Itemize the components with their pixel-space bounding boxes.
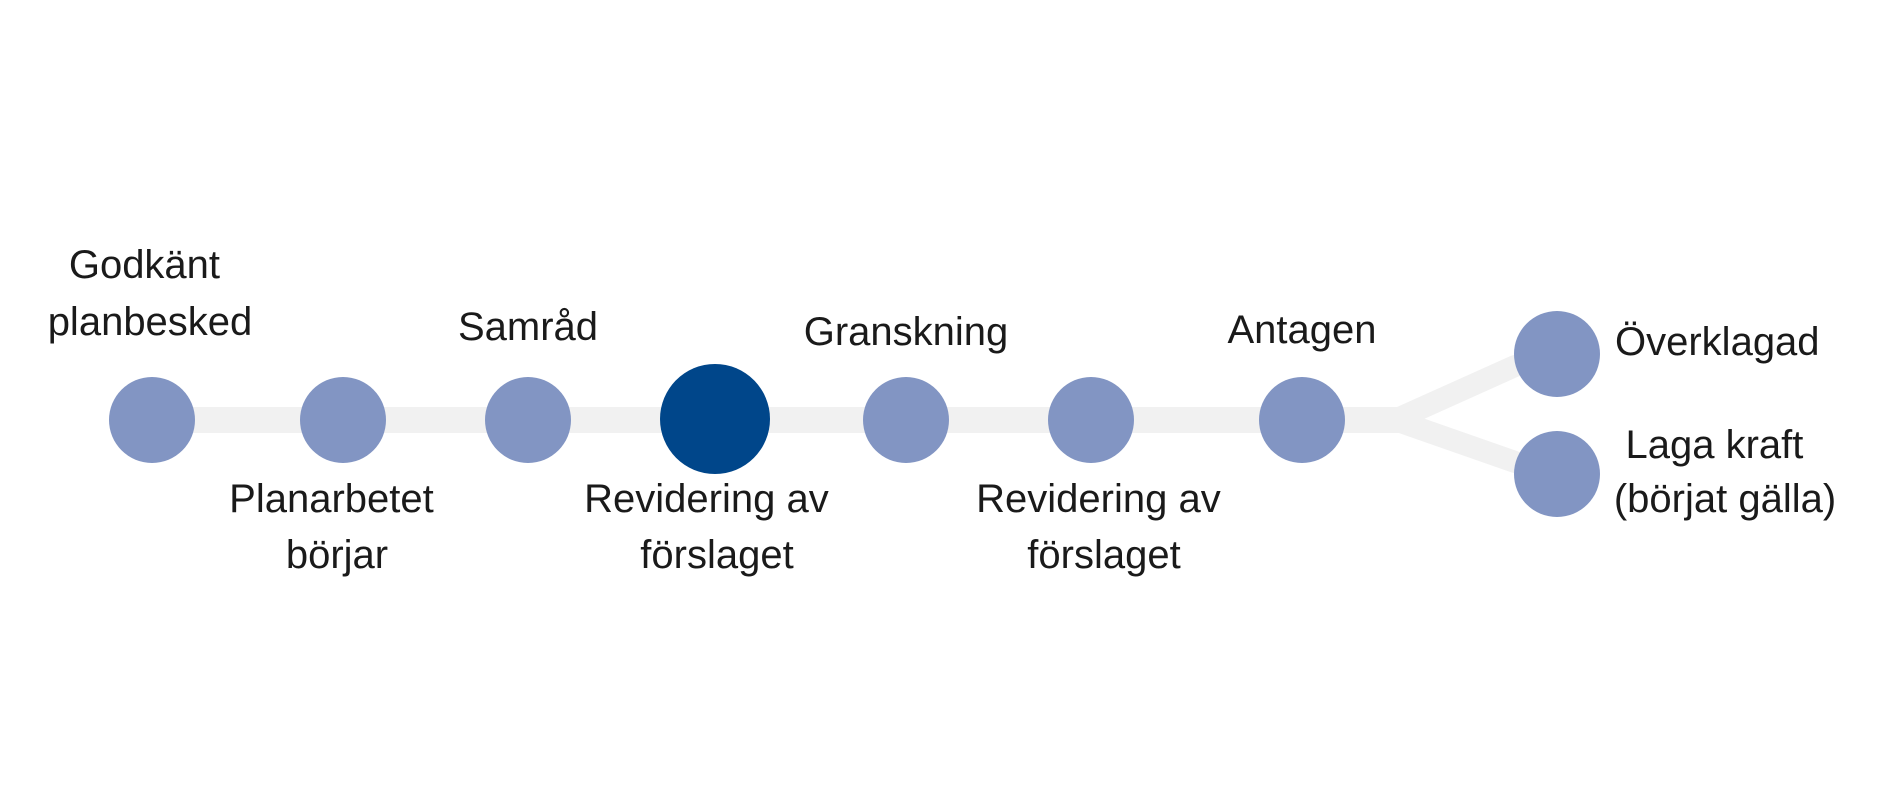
stage-node-active	[660, 364, 770, 474]
stage-node	[1514, 311, 1600, 397]
stage-label-line: börjar	[286, 533, 388, 577]
stage-label-line: Godkänt	[69, 243, 220, 287]
stage-label-line: Granskning	[804, 310, 1009, 354]
stage-node	[1514, 431, 1600, 517]
stage-label-line: Samråd	[458, 305, 598, 349]
svg-text:Revidering av förslaget: Revidering av förslaget	[584, 477, 840, 577]
stage-label-line: Överklagad	[1615, 320, 1820, 364]
svg-text:Överklagad: Överklagad	[1615, 320, 1820, 364]
svg-text:Laga kraft (börjat gälla: Laga kraft (börjat gälla)	[1614, 423, 1836, 521]
svg-text:Godkänt planbesked: Godkänt planbesked	[48, 243, 253, 344]
stage-planarbetet-borjar: Planarbetet börjar	[229, 377, 445, 577]
stage-node	[1048, 377, 1134, 463]
stage-godkant-planbesked: Godkänt planbesked	[48, 243, 253, 463]
stage-node	[863, 377, 949, 463]
stage-label-line: Revidering av	[584, 477, 829, 521]
stage-node	[1259, 377, 1345, 463]
stage-label-line: Antagen	[1227, 308, 1376, 352]
svg-text:Samråd: Samråd	[458, 305, 598, 349]
stage-granskning: Granskning	[804, 310, 1009, 463]
stage-label-line: Revidering av	[976, 477, 1221, 521]
stage-overklagad: Överklagad	[1514, 311, 1820, 397]
stage-node	[109, 377, 195, 463]
svg-text:Planarbetet börjar: Planarbetet börjar	[229, 477, 445, 577]
stage-label-line: Laga kraft	[1625, 423, 1803, 467]
stage-node	[300, 377, 386, 463]
stage-revidering-av-forslaget: Revidering av förslaget	[976, 377, 1232, 577]
svg-text:Revidering av förslaget: Revidering av förslaget	[976, 477, 1232, 577]
stage-laga-kraft: Laga kraft (börjat gälla)	[1514, 423, 1836, 521]
stage-antagen: Antagen	[1227, 308, 1377, 463]
svg-text:Granskning: Granskning	[804, 310, 1009, 354]
stage-label-line: förslaget	[1027, 533, 1180, 577]
stage-samrad: Samråd	[458, 305, 598, 463]
stage-label-line: förslaget	[640, 533, 793, 577]
svg-text:Antagen: Antagen	[1227, 308, 1376, 352]
stage-revidering-av-forslaget-current: Revidering av förslaget	[584, 364, 840, 577]
stage-node	[485, 377, 571, 463]
stage-label-line: (börjat gälla)	[1614, 477, 1836, 521]
stage-label-line: Planarbetet	[229, 477, 434, 521]
stage-label-line: planbesked	[48, 300, 253, 344]
